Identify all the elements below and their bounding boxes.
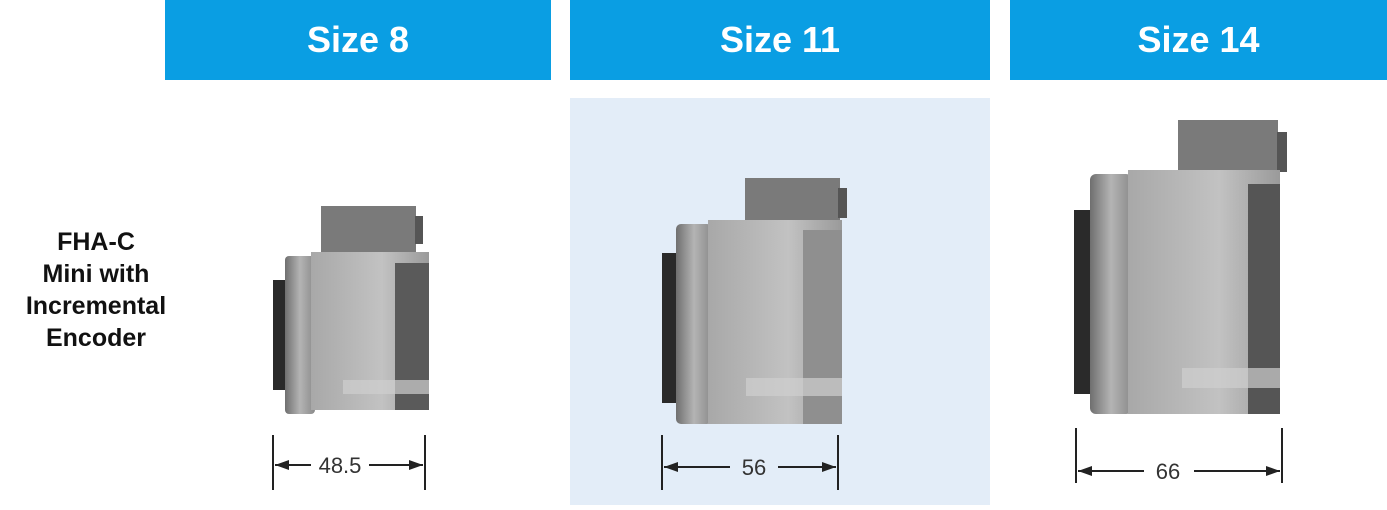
actuator-drawing-size-14: 66 [1074,120,1287,484]
actuator-panel-size-14: 66 [1010,98,1387,505]
actuator-panel-size-8: 48.5 [193,98,551,505]
encoder-band [343,380,429,394]
row-label: FHA-C Mini with Incremental Encoder [0,226,192,354]
actuator-drawing-size-8: 48.5 [272,206,429,490]
column-header-size-11: Size 11 [570,0,990,80]
row-label-line: Mini with [42,260,150,288]
connector-box [321,206,416,256]
dim-arrow-right [409,460,423,470]
encoder-band [1182,368,1280,388]
output-flange [1090,174,1132,414]
dim-arrow-right [1266,466,1280,476]
connector-plug [838,188,847,218]
dimension-label: 56 [742,455,766,480]
connector-plug [415,216,423,244]
shaft-face [1074,210,1094,394]
dim-arrow-left [664,462,678,472]
column-header-size-8: Size 8 [165,0,551,80]
dim-arrow-right [822,462,836,472]
row-label-line: Incremental [25,292,167,320]
dimension-label: 48.5 [319,453,362,478]
output-flange [285,256,315,414]
actuator-panel-size-11: 56 [570,98,990,505]
encoder-band [746,378,842,396]
shaft-face [662,253,678,403]
row-label-line: FHA-C [57,228,135,256]
dim-arrow-left [1078,466,1092,476]
column-header-label: Size 14 [1137,19,1260,60]
actuator-drawing-size-11: 56 [661,178,847,490]
dimension-label: 66 [1156,459,1180,484]
row-label-line: Encoder [45,324,147,352]
dim-arrow-left [275,460,289,470]
shaft-face [273,280,287,390]
connector-plug [1277,132,1287,172]
column-header-size-14: Size 14 [1010,0,1387,80]
output-flange [676,224,712,424]
column-header-label: Size 8 [306,19,410,60]
column-header-label: Size 11 [719,19,841,60]
